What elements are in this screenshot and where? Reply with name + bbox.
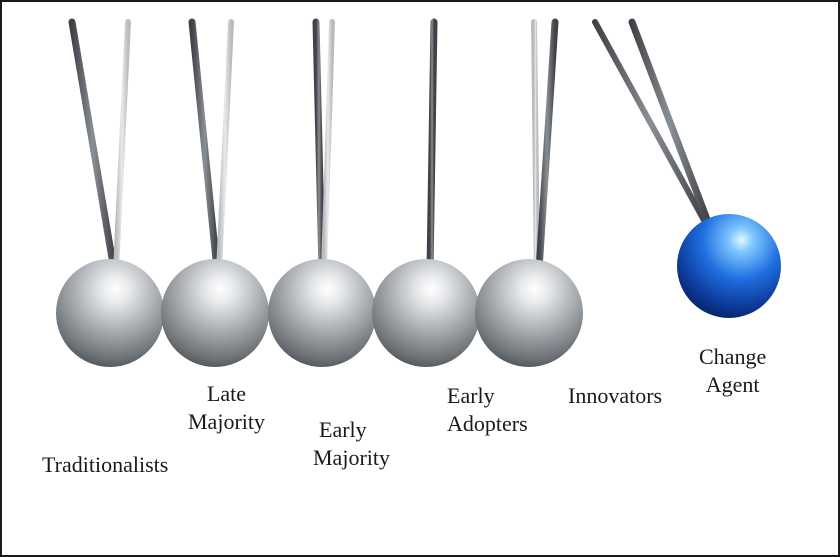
label-early-majority-line2: Majority [313, 444, 390, 472]
label-change-agent-line1: Change [699, 343, 766, 371]
ball-traditionalists [56, 259, 164, 367]
label-early-adopters: Early Adopters [447, 382, 528, 438]
label-early-majority: Early Majority [313, 416, 390, 472]
label-innovators: Innovators [568, 382, 662, 410]
ball-late-majority [161, 259, 269, 367]
label-change-agent: Change Agent [699, 343, 766, 399]
string-pair-change-agent [595, 22, 708, 222]
label-early-majority-line1: Early [313, 416, 390, 444]
string-pair-early-majority [316, 22, 332, 270]
ball-change-agent [677, 214, 781, 318]
label-early-adopters-line1: Early [447, 382, 528, 410]
label-late-majority-line2: Majority [188, 408, 265, 436]
string-pair-traditionalists [72, 22, 128, 270]
string-pair-early-adopters [430, 22, 434, 270]
ball-innovators [475, 259, 583, 367]
label-traditionalists-text: Traditionalists [42, 451, 168, 479]
label-innovators-text: Innovators [568, 382, 662, 410]
string-pair-late-majority [192, 22, 231, 270]
ball-early-adopters [372, 259, 480, 367]
label-late-majority: Late Majority [188, 380, 265, 436]
string-pair-innovators [534, 22, 555, 270]
label-late-majority-line1: Late [188, 380, 265, 408]
ball-early-majority [268, 259, 376, 367]
label-early-adopters-line2: Adopters [447, 410, 528, 438]
label-change-agent-line2: Agent [699, 371, 766, 399]
label-traditionalists: Traditionalists [42, 451, 168, 479]
